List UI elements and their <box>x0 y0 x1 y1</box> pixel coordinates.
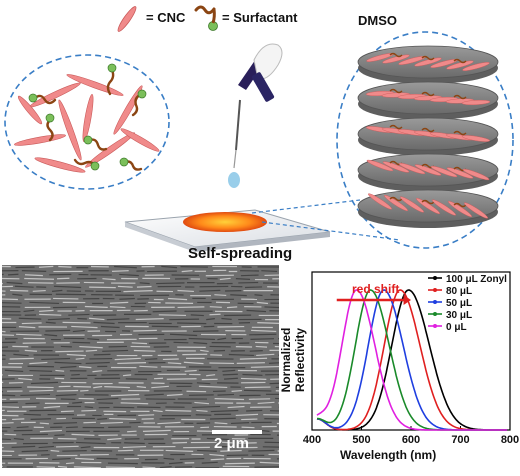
chiral-nematic-stack <box>337 32 513 248</box>
x-axis-label: Wavelength (nm) <box>340 448 436 462</box>
x-tick-label: 800 <box>501 434 519 446</box>
scale-bar-label: 2 μm <box>214 435 249 452</box>
legend-label: 50 μL <box>446 298 472 309</box>
legend-marker <box>433 300 437 304</box>
dispersion-zoom-circle <box>5 55 169 189</box>
red-shift-annotation: red shift <box>352 282 399 296</box>
surfactant-legend-label: = Surfactant <box>222 10 298 25</box>
cnc-legend-label: = CNC <box>146 10 185 25</box>
legend-label: 100 μL Zonyl <box>446 274 507 285</box>
y-axis-label: Normalized Reflectivity <box>279 295 307 425</box>
surfactant-legend-icon <box>196 7 218 31</box>
legend-marker <box>433 324 437 328</box>
scale-bar <box>212 430 262 434</box>
schematic-illustration <box>0 0 520 262</box>
cnc-legend-icon <box>116 5 138 33</box>
pipette-icon <box>228 44 282 188</box>
legend-label: 80 μL <box>446 286 472 297</box>
solvent-label: DMSO <box>358 13 397 28</box>
sem-image: 2 μm <box>2 265 279 468</box>
x-tick-label: 400 <box>303 434 321 446</box>
legend-label: 0 μL <box>446 322 467 333</box>
spreading-droplet <box>183 212 267 232</box>
x-tick-label: 700 <box>451 434 469 446</box>
legend-marker <box>433 288 437 292</box>
legend-marker <box>433 276 437 280</box>
x-tick-label: 500 <box>352 434 370 446</box>
legend-label: 30 μL <box>446 310 472 321</box>
x-tick-label: 600 <box>402 434 420 446</box>
legend-marker <box>433 312 437 316</box>
process-label: Self-spreading <box>188 245 292 262</box>
